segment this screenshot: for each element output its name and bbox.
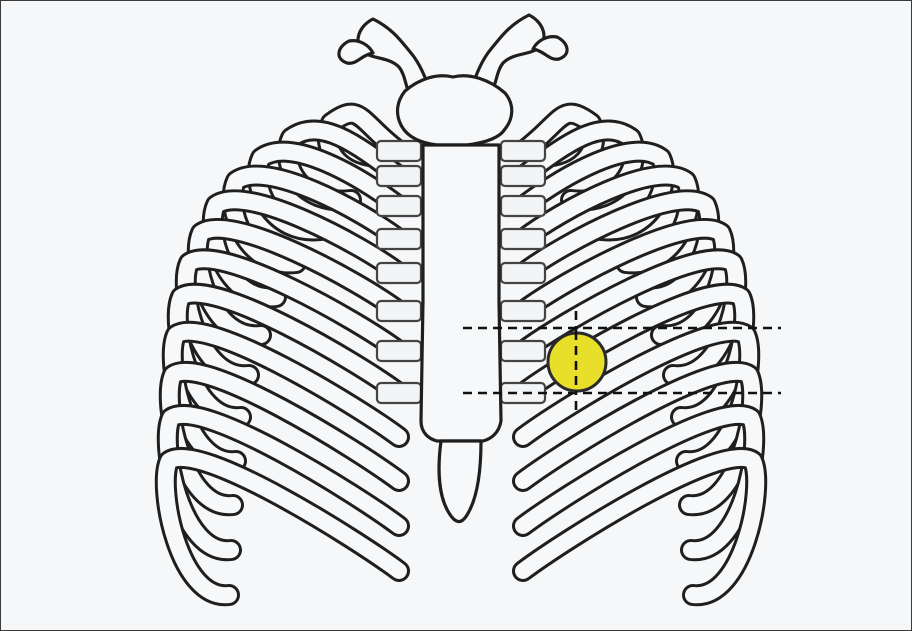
left-ribs	[166, 114, 399, 596]
right-costal-cartilage-3	[501, 196, 545, 216]
right-costal-cartilage-5	[501, 263, 545, 283]
manubrium	[398, 76, 512, 145]
left-costal-cartilage-1	[377, 141, 421, 161]
right-costal-cartilage-2	[501, 166, 545, 186]
left-costal-cartilage-8	[377, 383, 421, 403]
right-costal-cartilage-1	[501, 141, 545, 161]
left-costal-cartilage-2	[377, 166, 421, 186]
right-costal-cartilage-7	[501, 341, 545, 361]
left-costal-cartilage-5	[377, 263, 421, 283]
sternum-body	[421, 145, 501, 441]
right-costal-cartilage-6	[501, 301, 545, 321]
xiphoid-process	[439, 441, 481, 522]
left-costal-cartilage-4	[377, 229, 421, 249]
left-costal-cartilage-6	[377, 301, 421, 321]
left-costal-cartilage-7	[377, 341, 421, 361]
left-costal-cartilage-3	[377, 196, 421, 216]
right-costal-cartilage-4	[501, 229, 545, 249]
